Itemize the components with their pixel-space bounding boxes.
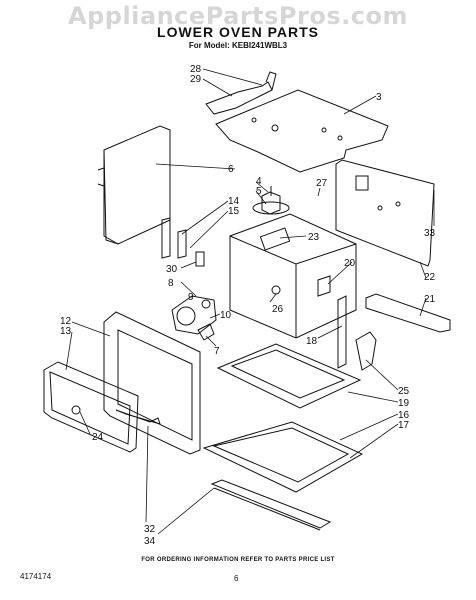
callout-6: 6 bbox=[228, 164, 234, 175]
watermark-text: AppliancePartsPros.com bbox=[68, 2, 408, 30]
callout-16: 16 bbox=[398, 410, 410, 421]
callout-8: 8 bbox=[168, 278, 174, 289]
bottom-tray bbox=[202, 421, 364, 493]
callout-33: 33 bbox=[424, 228, 436, 239]
hinge-bracket bbox=[161, 217, 171, 259]
callout-34: 34 bbox=[144, 536, 156, 547]
callout-24: 24 bbox=[92, 432, 104, 443]
callout-20: 20 bbox=[344, 258, 356, 269]
support-rail bbox=[365, 293, 451, 333]
left-side-panel bbox=[103, 125, 171, 245]
callout-23: 23 bbox=[308, 232, 320, 243]
ordering-note: FOR ORDERING INFORMATION REFER TO PARTS … bbox=[141, 557, 335, 563]
right-side-panel bbox=[335, 159, 435, 267]
oven-rack bbox=[216, 343, 362, 409]
callout-14: 14 bbox=[228, 196, 240, 207]
thermostat bbox=[171, 295, 217, 335]
callout-26: 26 bbox=[272, 304, 284, 315]
callout-10: 10 bbox=[220, 310, 232, 321]
model-label: For Model: KEBI241WBL3 bbox=[188, 41, 288, 50]
callout-3: 3 bbox=[376, 92, 382, 103]
callout-5: 5 bbox=[256, 186, 262, 197]
callout-30: 30 bbox=[166, 264, 178, 275]
callout-17: 17 bbox=[398, 420, 410, 431]
callout-7: 7 bbox=[214, 346, 220, 357]
callout-19: 19 bbox=[398, 398, 410, 409]
door-gasket bbox=[43, 361, 139, 453]
callout-21: 21 bbox=[424, 294, 436, 305]
diagram-title: LOWER OVEN PARTS bbox=[157, 24, 319, 40]
callout-12: 12 bbox=[60, 316, 72, 327]
callout-15: 15 bbox=[228, 206, 240, 217]
top-panel bbox=[215, 89, 389, 173]
callout-22: 22 bbox=[424, 272, 436, 283]
callout-18: 18 bbox=[306, 336, 318, 347]
callout-29: 29 bbox=[190, 74, 202, 85]
callout-13: 13 bbox=[60, 326, 72, 337]
callout-27: 27 bbox=[316, 178, 328, 189]
callout-9: 9 bbox=[188, 292, 194, 303]
callout-4: 4 bbox=[256, 176, 262, 187]
oven-liner bbox=[229, 213, 357, 339]
door-frame bbox=[103, 311, 201, 455]
callout-28: 28 bbox=[190, 64, 202, 75]
fan-motor bbox=[261, 191, 281, 215]
callout-32: 32 bbox=[144, 524, 156, 535]
kick-plate bbox=[210, 479, 332, 529]
page-number: 6 bbox=[234, 574, 239, 583]
document-number: 4174174 bbox=[20, 572, 52, 581]
callout-25: 25 bbox=[398, 386, 410, 397]
